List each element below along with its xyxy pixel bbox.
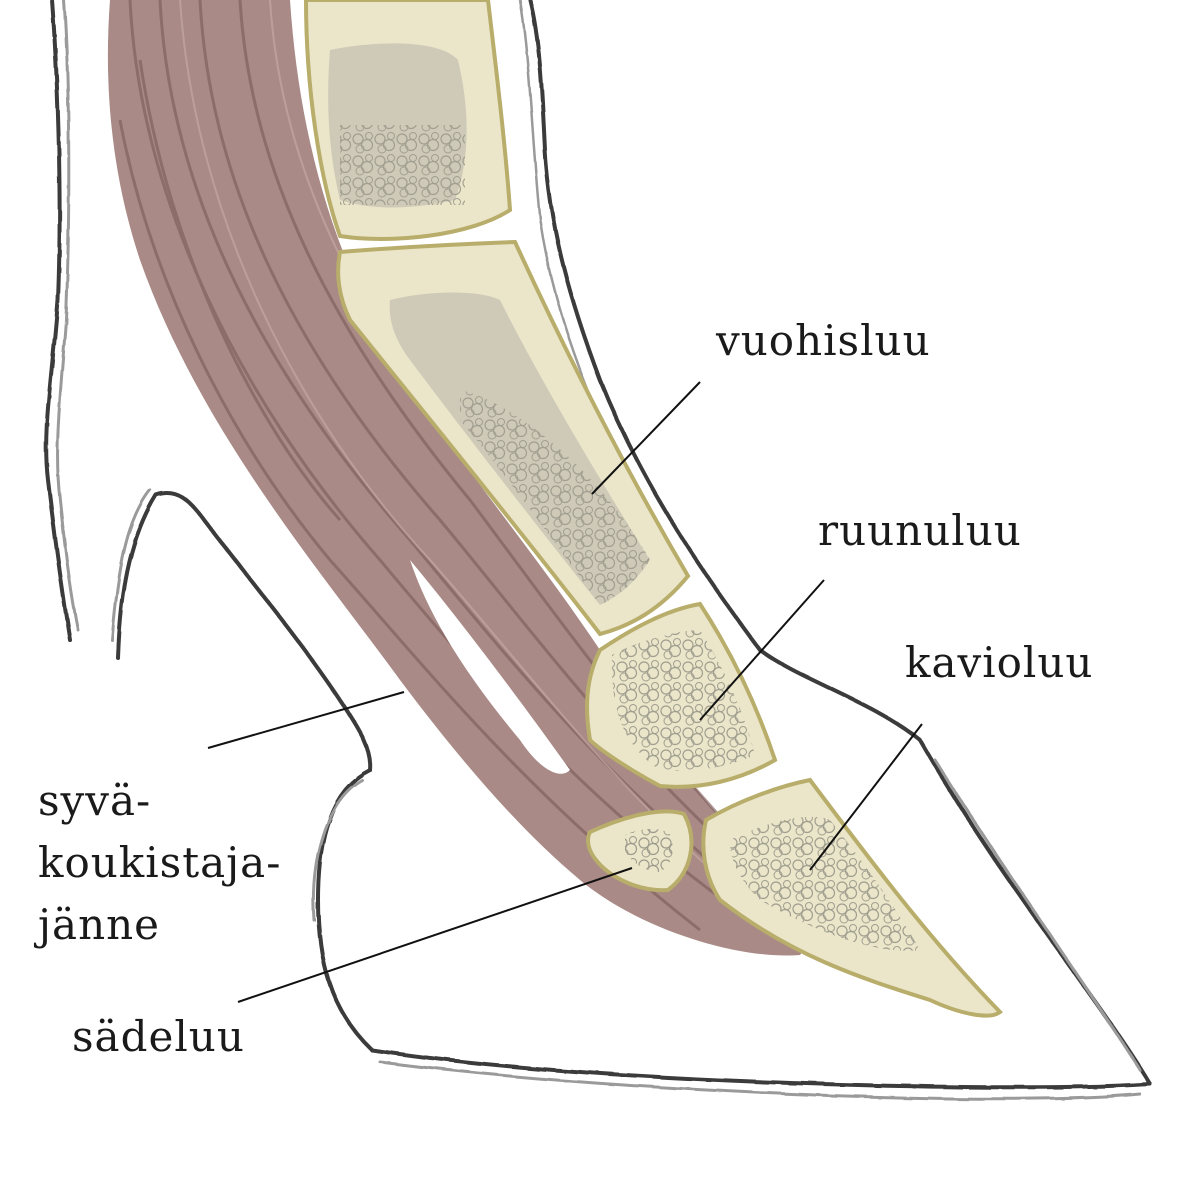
tendon-gap [410,560,570,774]
sole-outline [370,1048,1152,1090]
pastern-front-outline [528,0,762,652]
heel-bulb-outline [315,768,374,1052]
leader-lines [207,381,923,1003]
leg-outline [44,0,1152,1101]
long-pastern-bone [336,239,691,637]
leader-line-sadeluu [237,867,633,1003]
leader-line-syva [207,691,405,749]
label-syva-line-3: jänne [38,900,161,949]
navicular-bone [586,809,694,893]
label-sadeluu: sädeluu [72,1012,245,1061]
leader-line-kavioluu [809,723,923,871]
label-kavioluu: kavioluu [905,638,1094,687]
coffin-bone [701,777,1003,1018]
label-ruunuluu: ruunuluu [818,506,1022,555]
short-pastern-bone [585,601,778,789]
leader-line-ruunuluu [699,579,825,721]
leader-line-vuohisluu [591,381,701,495]
label-syva-line-2: koukistaja- [38,838,282,887]
label-syvakoukistajajanne: syvä- koukistaja- jänne [38,770,281,956]
cannon-bone [303,0,513,241]
heel-outline [116,491,373,772]
leg-back-outline [44,0,72,642]
label-vuohisluu: vuohisluu [716,316,931,365]
label-syva-line-1: syvä- [38,776,152,825]
